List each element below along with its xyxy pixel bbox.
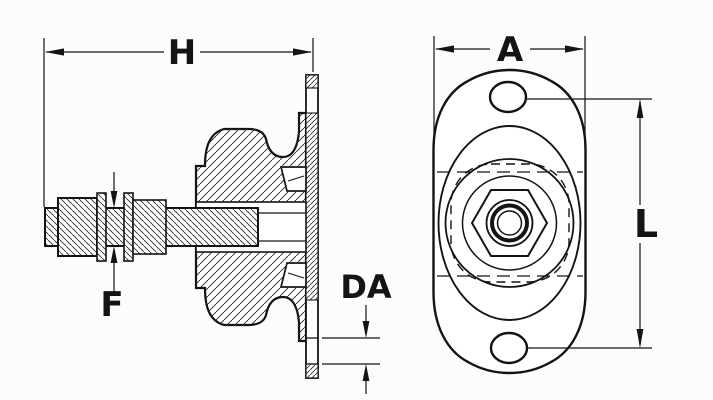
dimension-label-DA: DA (340, 268, 392, 306)
arrowhead-left (45, 48, 64, 56)
dimension-F (110, 172, 118, 294)
housing-notch-bottom (279, 262, 307, 288)
housing-rim (437, 125, 582, 321)
arrowhead-up (362, 364, 370, 381)
hex-nut-front (470, 189, 549, 257)
housing-notch-top (279, 166, 307, 192)
spacer-sleeve (132, 199, 167, 255)
dimension-label-H: H (168, 33, 196, 73)
dimension-label-L: L (634, 202, 658, 246)
washer-left (96, 192, 107, 262)
front-view: A L (432, 30, 658, 375)
dimension-A (433, 36, 586, 148)
arrowhead-up (636, 99, 644, 118)
arrowhead-down (110, 191, 118, 208)
arrowhead-down (636, 329, 644, 348)
dimension-label-F: F (100, 285, 123, 325)
washer-right (123, 192, 134, 262)
cup-outer-circle (444, 158, 575, 288)
arrowhead-right (565, 45, 584, 53)
cup-inner-circle (461, 175, 558, 271)
mounting-hole-bottom (489, 331, 529, 365)
nut-chamfer-circle (485, 199, 534, 247)
thread-ring (490, 203, 529, 243)
thread-bore (496, 210, 523, 236)
dimension-label-A: A (497, 30, 524, 70)
dimension-L (527, 98, 652, 349)
mounting-hole-top (488, 80, 528, 114)
hidden-rubber-contour (450, 163, 570, 283)
dimension-H (43, 38, 314, 207)
arrowhead-down (362, 321, 370, 338)
hex-nut-section (57, 197, 98, 257)
arrowhead-up (110, 246, 118, 263)
arrowhead-right (293, 48, 312, 56)
arrowhead-left (435, 45, 454, 53)
dimension-DA (322, 305, 380, 394)
side-section-view: H F DA (43, 33, 392, 394)
flange-plate-section (305, 74, 319, 379)
